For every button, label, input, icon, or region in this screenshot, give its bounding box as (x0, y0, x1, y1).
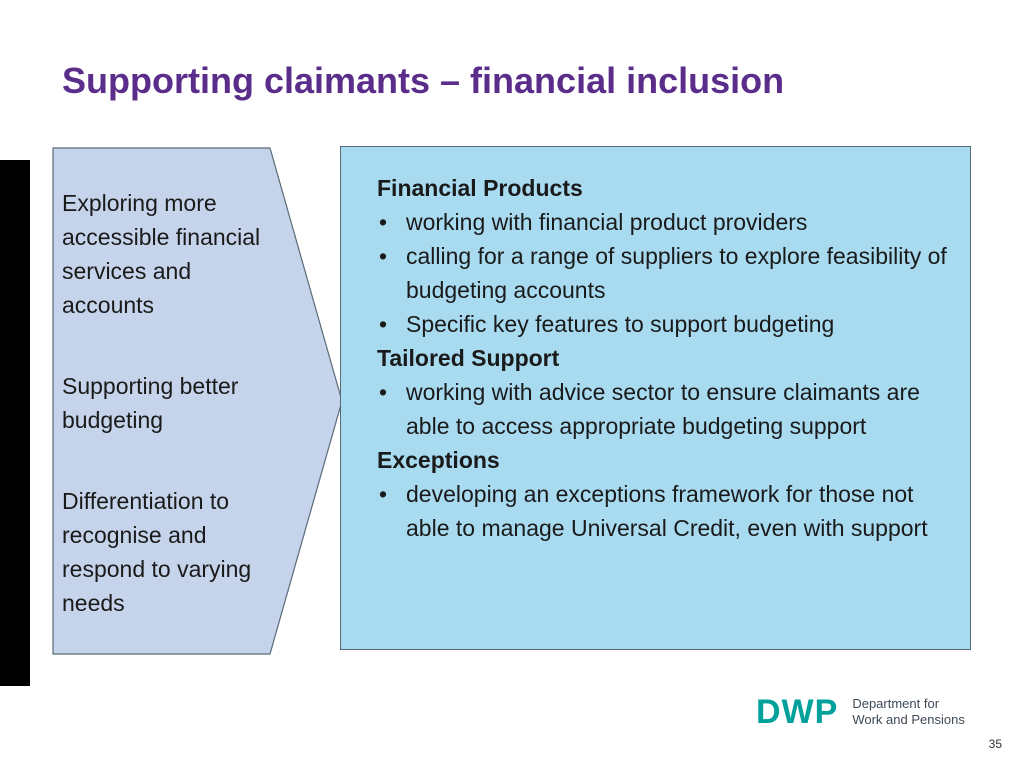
bullet-text: working with financial product providers (406, 209, 808, 235)
left-item-accessible-services: Exploring more accessible financial serv… (62, 190, 261, 318)
chevron-graphic (52, 147, 343, 655)
bullet-text: working with advice sector to ensure cla… (406, 379, 920, 439)
bullet-icon: • (379, 379, 388, 405)
left-item-differentiation: Differentiation to recognise and respond… (62, 488, 252, 616)
bullet-icon: • (379, 243, 388, 269)
slide-title: Supporting claimants – financial inclusi… (62, 60, 785, 101)
page-number: 35 (988, 737, 1002, 751)
right-panel-content: Financial Products • working with financ… (377, 171, 962, 545)
dwp-logo-text: Department for Work and Pensions (852, 696, 965, 728)
right-panel: Financial Products • working with financ… (340, 146, 971, 650)
heading-exceptions: Exceptions (377, 447, 500, 473)
heading-financial-products: Financial Products (377, 175, 583, 201)
bullet-icon: • (379, 209, 388, 235)
bullet-text: developing an exceptions framework for t… (406, 481, 928, 541)
bullet-icon: • (379, 481, 388, 507)
chevron-shape (52, 147, 344, 655)
dwp-logo-line1: Department for (852, 696, 940, 711)
dwp-logo-mark: DWP (756, 692, 839, 731)
left-edge-bar (0, 160, 30, 686)
left-panel-text: Exploring more accessible financial serv… (62, 186, 287, 620)
bullet-item: • Specific key features to support budge… (377, 307, 962, 341)
bullet-item: • developing an exceptions framework for… (377, 477, 962, 545)
bullet-item: • working with advice sector to ensure c… (377, 375, 962, 443)
left-item-budgeting: Supporting better budgeting (62, 373, 239, 433)
heading-tailored-support: Tailored Support (377, 345, 560, 371)
bullet-text: Specific key features to support budgeti… (406, 311, 835, 337)
dwp-logo: DWP Department for Work and Pensions (756, 692, 965, 732)
bullet-icon: • (379, 311, 388, 337)
bullet-item: • working with financial product provide… (377, 205, 962, 239)
dwp-logo-line2: Work and Pensions (852, 712, 965, 727)
bullet-item: • calling for a range of suppliers to ex… (377, 239, 962, 307)
bullet-text: calling for a range of suppliers to expl… (406, 243, 947, 303)
